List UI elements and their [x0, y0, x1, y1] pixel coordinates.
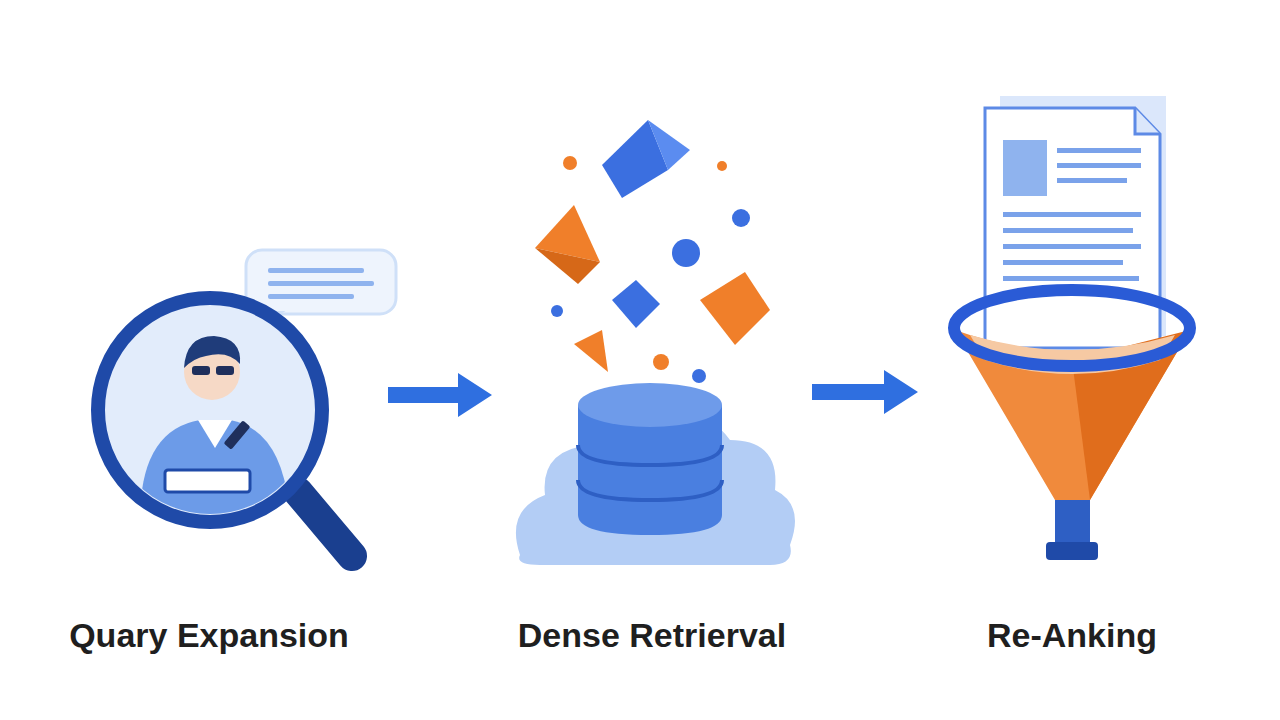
stage-node: Re-Anking: [918, 80, 1226, 655]
stage-label: Quary Expansion: [30, 615, 388, 655]
flow-arrow: [812, 370, 918, 414]
stage-node: Quary Expansion: [30, 230, 388, 655]
flow-arrow: [388, 373, 492, 417]
stage-label: Re-Anking: [918, 615, 1226, 655]
re-ranking-funnel: [954, 96, 1190, 560]
magnifier-icon: [98, 298, 352, 556]
stage-label: Dense Retrierval: [492, 615, 812, 655]
vector-database: [516, 120, 795, 565]
stage-node: Dense Retrierval: [492, 100, 812, 655]
